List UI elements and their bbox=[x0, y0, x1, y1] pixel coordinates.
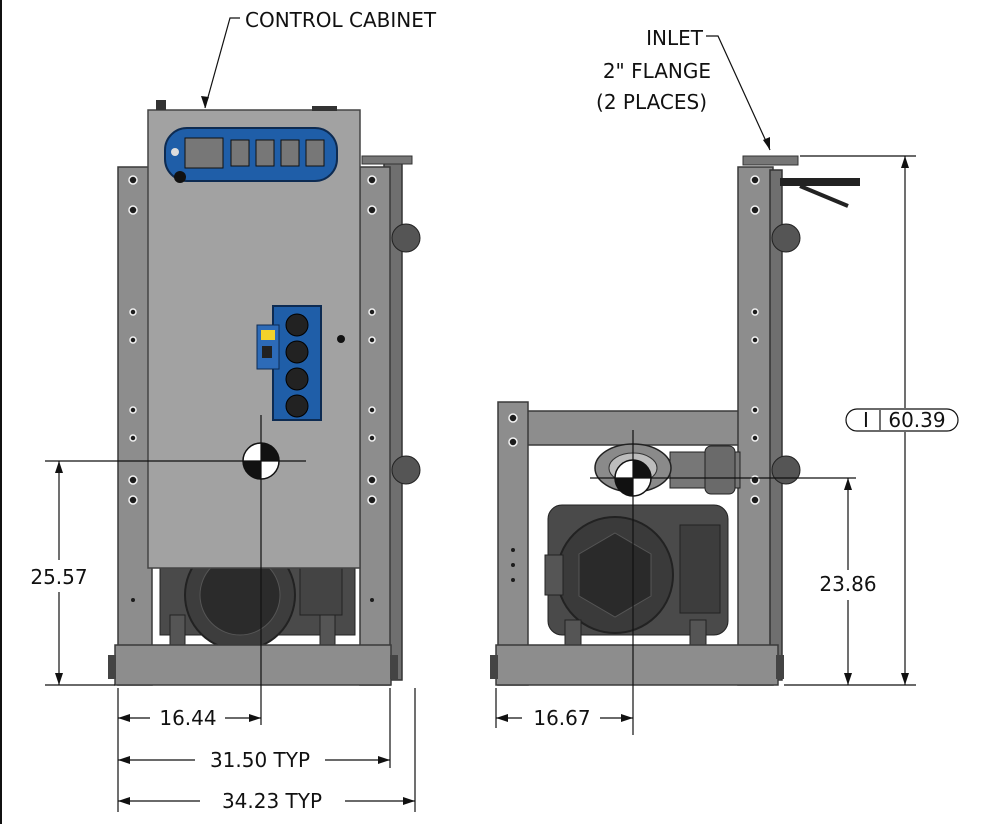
dim-front-cg-offset: 16.44 bbox=[117, 688, 261, 812]
overall-height-symbol: I bbox=[863, 408, 869, 432]
front-view bbox=[108, 100, 421, 725]
dim-front-width-outer: 34.23 TYP bbox=[118, 688, 416, 813]
dim-overall-height: I 60.39 bbox=[800, 155, 959, 686]
overall-height-value: 60.39 bbox=[888, 408, 945, 432]
inlet-flange-label: 2" FLANGE bbox=[603, 59, 711, 83]
inlet-callout: INLET 2" FLANGE (2 PLACES) bbox=[596, 26, 771, 151]
dim-side-cg-offset: 16.67 bbox=[495, 688, 633, 730]
inlet-places-label: (2 PLACES) bbox=[596, 90, 707, 114]
front-left-upright bbox=[117, 166, 153, 686]
side-cg-offset-value: 16.67 bbox=[533, 706, 590, 730]
inlet-flange bbox=[742, 155, 799, 166]
side-base bbox=[495, 644, 779, 686]
valve-handle bbox=[780, 178, 860, 208]
front-width-inner-value: 31.50 TYP bbox=[210, 748, 310, 772]
dim-front-cg-height: 25.57 bbox=[30, 460, 215, 686]
control-cabinet-callout: CONTROL CABINET bbox=[201, 8, 437, 109]
side-view bbox=[490, 155, 860, 735]
cabinet-lock bbox=[337, 335, 345, 343]
front-width-outer-value: 34.23 TYP bbox=[222, 789, 322, 813]
disconnect-switch bbox=[256, 305, 322, 421]
side-cg-height-value: 23.86 bbox=[819, 572, 876, 596]
control-cabinet-label: CONTROL CABINET bbox=[245, 8, 437, 32]
dim-side-cg-height: 23.86 bbox=[784, 478, 877, 686]
dim-front-width-inner: 31.50 TYP bbox=[118, 688, 391, 772]
front-upright-holes bbox=[128, 175, 377, 602]
side-upright-holes bbox=[508, 175, 760, 582]
side-motor bbox=[544, 504, 729, 649]
front-base bbox=[114, 644, 392, 686]
front-cg-offset-value: 16.44 bbox=[159, 706, 216, 730]
control-display-panel bbox=[164, 127, 338, 183]
front-cg-height-value: 25.57 bbox=[30, 565, 87, 589]
front-right-upright bbox=[359, 166, 391, 686]
control-cabinet bbox=[147, 109, 361, 569]
inlet-label: INLET bbox=[646, 26, 704, 50]
side-right-upright bbox=[737, 166, 774, 686]
